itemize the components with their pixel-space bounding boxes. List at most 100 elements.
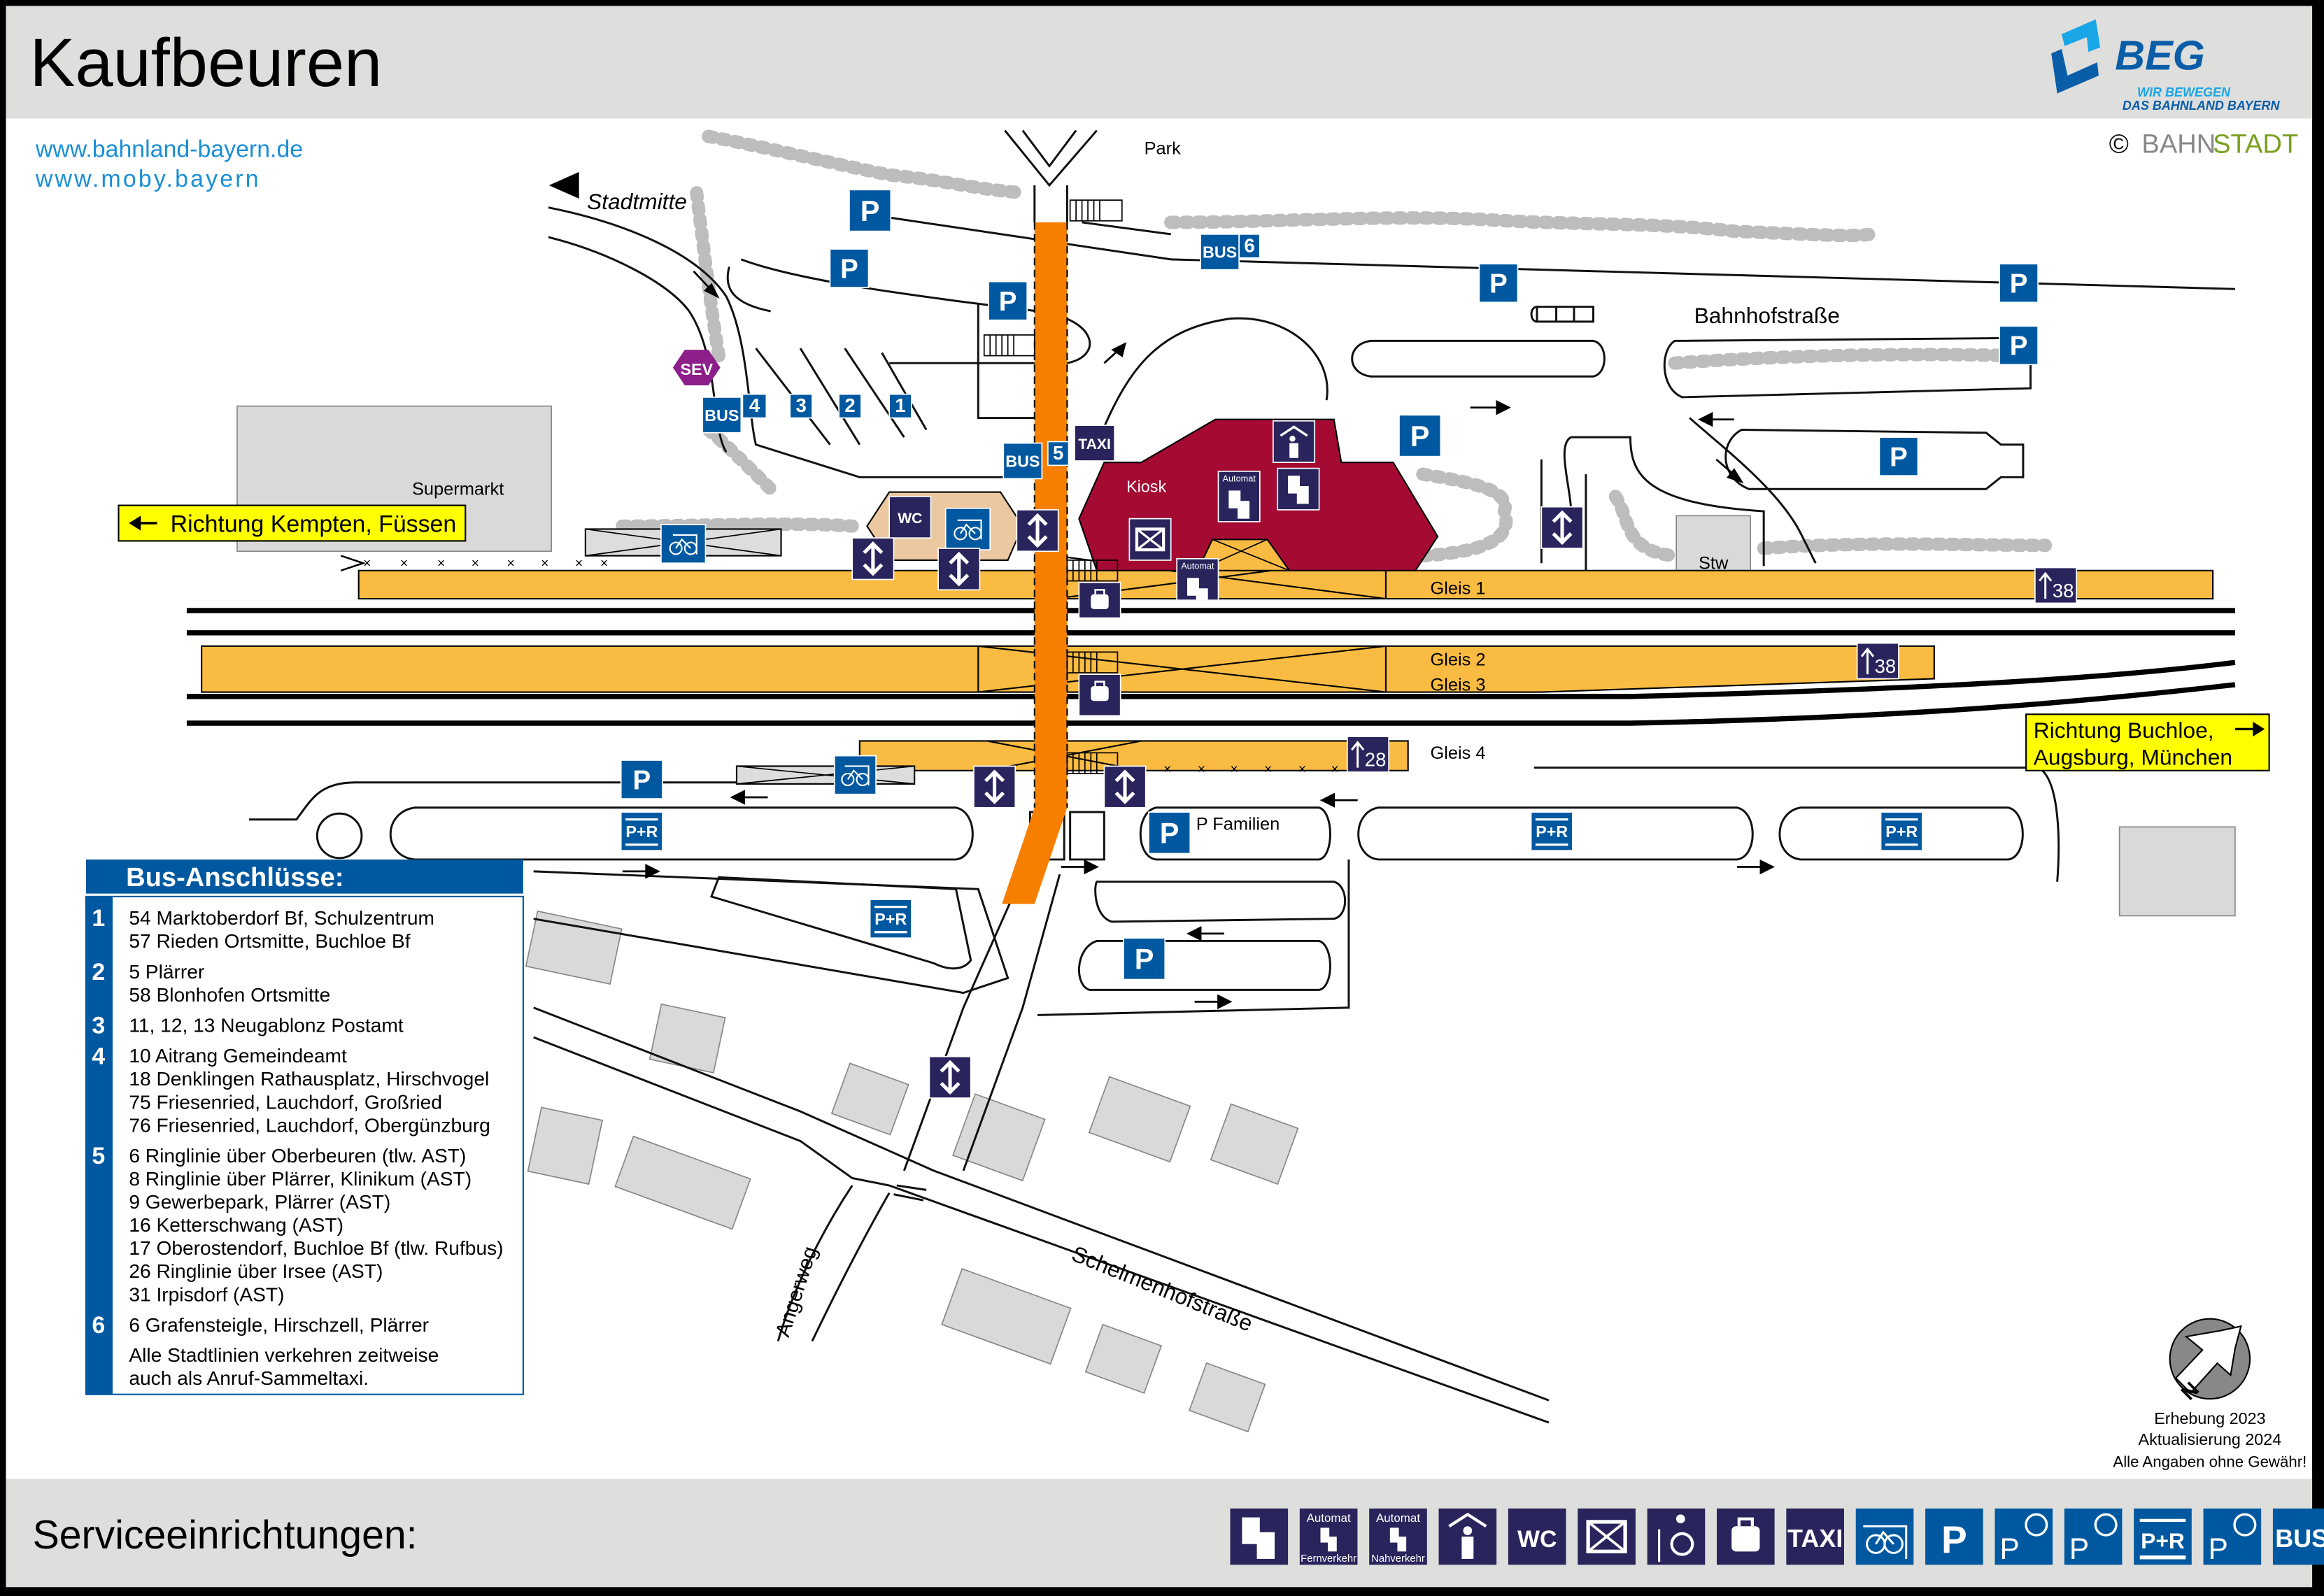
park-and-ride-sign[interactable]: P+R [869,899,912,939]
ticket-machine-sign[interactable]: Automat [1217,470,1261,522]
parking-sign[interactable]: P [1398,414,1442,457]
platform-sector-sign[interactable]: 38 [2034,567,2078,604]
crossing-mark: × [1264,762,1272,777]
header-bar [6,6,2313,119]
ticket-machine-sign[interactable] [1277,467,1320,511]
legend-label: P [2209,1532,2228,1565]
legend-label: P [2000,1532,2020,1565]
luggage-locker-sign[interactable] [1078,581,1121,619]
up-down-arrow-icon [949,551,970,587]
lift-sign[interactable] [937,548,981,591]
legend-label: Automat [1307,1511,1351,1525]
ticket-machine-sign-label: Automat [1181,561,1214,571]
up-down-arrow-icon [863,541,884,576]
bahnstadt-copyright: © BAHN STADT [2109,129,2298,159]
luggage-locker-sign[interactable] [1078,674,1121,717]
update-year: Aktualisierung 2024 [2139,1430,2282,1448]
sev-rail-replacement-sign[interactable]: SEV [672,350,721,385]
parking-sign[interactable]: P [1478,263,1519,304]
legend-label: Automat [1376,1511,1420,1525]
wc-sign[interactable]: WC [888,496,932,539]
arrow-right-icon [2253,721,2265,737]
lift-sign[interactable] [1016,509,1059,553]
gleis-1-label: Gleis 1 [1430,579,1485,599]
short-term-parking-sign[interactable]: P [829,248,870,288]
bus-stop-5-number[interactable]: 5 [1047,441,1070,466]
bike-parking-sign[interactable] [833,755,877,795]
platform-sector-sign-label: 38 [2053,580,2074,601]
link-moby-bayern[interactable]: www.moby.bayern [35,166,261,192]
bus-stop-6-number[interactable]: 6 [1238,234,1261,259]
bus-stop-number: 4 [92,1043,105,1069]
parking-sign[interactable]: P [849,189,892,232]
bus-stop-3-number[interactable]: 3 [789,393,813,419]
ev-charging-parking-sign-label: P [1135,943,1154,976]
bus-stop-5-sign[interactable]: BUS [1002,442,1043,480]
bus-stop-5-sign-label: BUS [1005,452,1040,470]
bus-stop-2-number[interactable]: 2 [838,393,862,419]
ticket-icon [1228,490,1249,519]
ev-charging-parking-sign[interactable]: P [1123,937,1166,981]
bus-stop-4-number[interactable]: 4 [742,393,767,419]
park-and-ride-sign[interactable]: P+R [1880,811,1923,852]
parking-sign[interactable]: P [1878,436,1919,477]
park-and-ride-sign[interactable]: P+R [620,811,663,852]
ev-charging-parking-sign[interactable]: P [620,760,663,799]
bus-stop-4-sign[interactable]: BUS [702,397,742,434]
logo-tagline-1: WIR BEWEGEN [2137,85,2231,99]
copyright-part2: STADT [2213,129,2298,159]
tracks [186,555,2236,726]
waiting-room-sign[interactable] [1273,420,1316,463]
beg-logo-text: BEG [2115,32,2205,79]
arrow-left-icon [129,515,141,531]
roads [248,129,2235,1424]
bicycle-icon [954,519,982,541]
parking-sign[interactable]: P [1999,325,2039,366]
bike-parking-sign[interactable] [660,524,707,564]
lift-sign[interactable] [851,537,895,580]
link-bahnland-bayern[interactable]: www.bahnland-bayern.de [35,136,303,163]
direction-kempten-label: Richtung Kempten, Füssen [171,511,457,538]
crossing-mark: × [507,557,515,571]
gleis-3-label: Gleis 3 [1430,675,1485,694]
park-and-ride-icon [1885,818,1918,846]
beg-logo: BEG WIR BEWEGEN DAS BAHNLAND BAYERN [2051,19,2281,113]
platform-sector-sign[interactable]: 28 [1346,736,1389,773]
bus-stop-6-sign[interactable]: BUS [1200,234,1240,271]
legend-label: P [1941,1518,1967,1561]
accessible-parking-icon: P [1994,1508,2053,1565]
bus-line: 17 Oberostendorf, Buchloe Bf (tlw. Rufbu… [129,1237,503,1259]
accessible-parking-sign[interactable]: P [988,280,1028,321]
up-down-arrow-icon [984,769,1005,804]
lift-sign[interactable] [1540,506,1584,549]
bus-stop-1-number[interactable]: 1 [888,393,912,419]
legend-label: TAXI [1787,1524,1843,1553]
crossing-mark: × [1198,762,1205,777]
wc-icon: WC [1508,1508,1566,1565]
bus-stop-number: 2 [92,959,105,985]
bike-parking-sign[interactable] [944,507,991,550]
luggage-locker-icon [1717,1508,1775,1565]
taxi-sign[interactable]: TAXI [1074,425,1116,462]
park-and-ride-sign[interactable]: P+R [1530,811,1573,852]
ticket-machine-sign[interactable]: Automat [1176,557,1219,606]
lift-sign[interactable] [973,765,1016,808]
direction-kempten: Richtung Kempten, Füssen [118,504,467,542]
lift-sign[interactable] [928,1055,972,1099]
platform-sector-sign[interactable]: 38 [1856,642,1899,680]
page-title: Kaufbeuren [29,24,382,101]
parking-sign-label: P [860,194,880,227]
luggage-icon [1091,681,1109,701]
parking-sign[interactable]: P [1999,263,2039,304]
lift-sign[interactable] [1103,765,1147,808]
platform-sector-sign-label: 38 [1875,655,1897,677]
platform-sector-arrow-icon [1860,647,1875,675]
traffic-arrows [548,171,1775,1010]
accessible-parking-sign[interactable]: P [1148,811,1191,855]
mailbox-sign[interactable] [1128,518,1172,561]
